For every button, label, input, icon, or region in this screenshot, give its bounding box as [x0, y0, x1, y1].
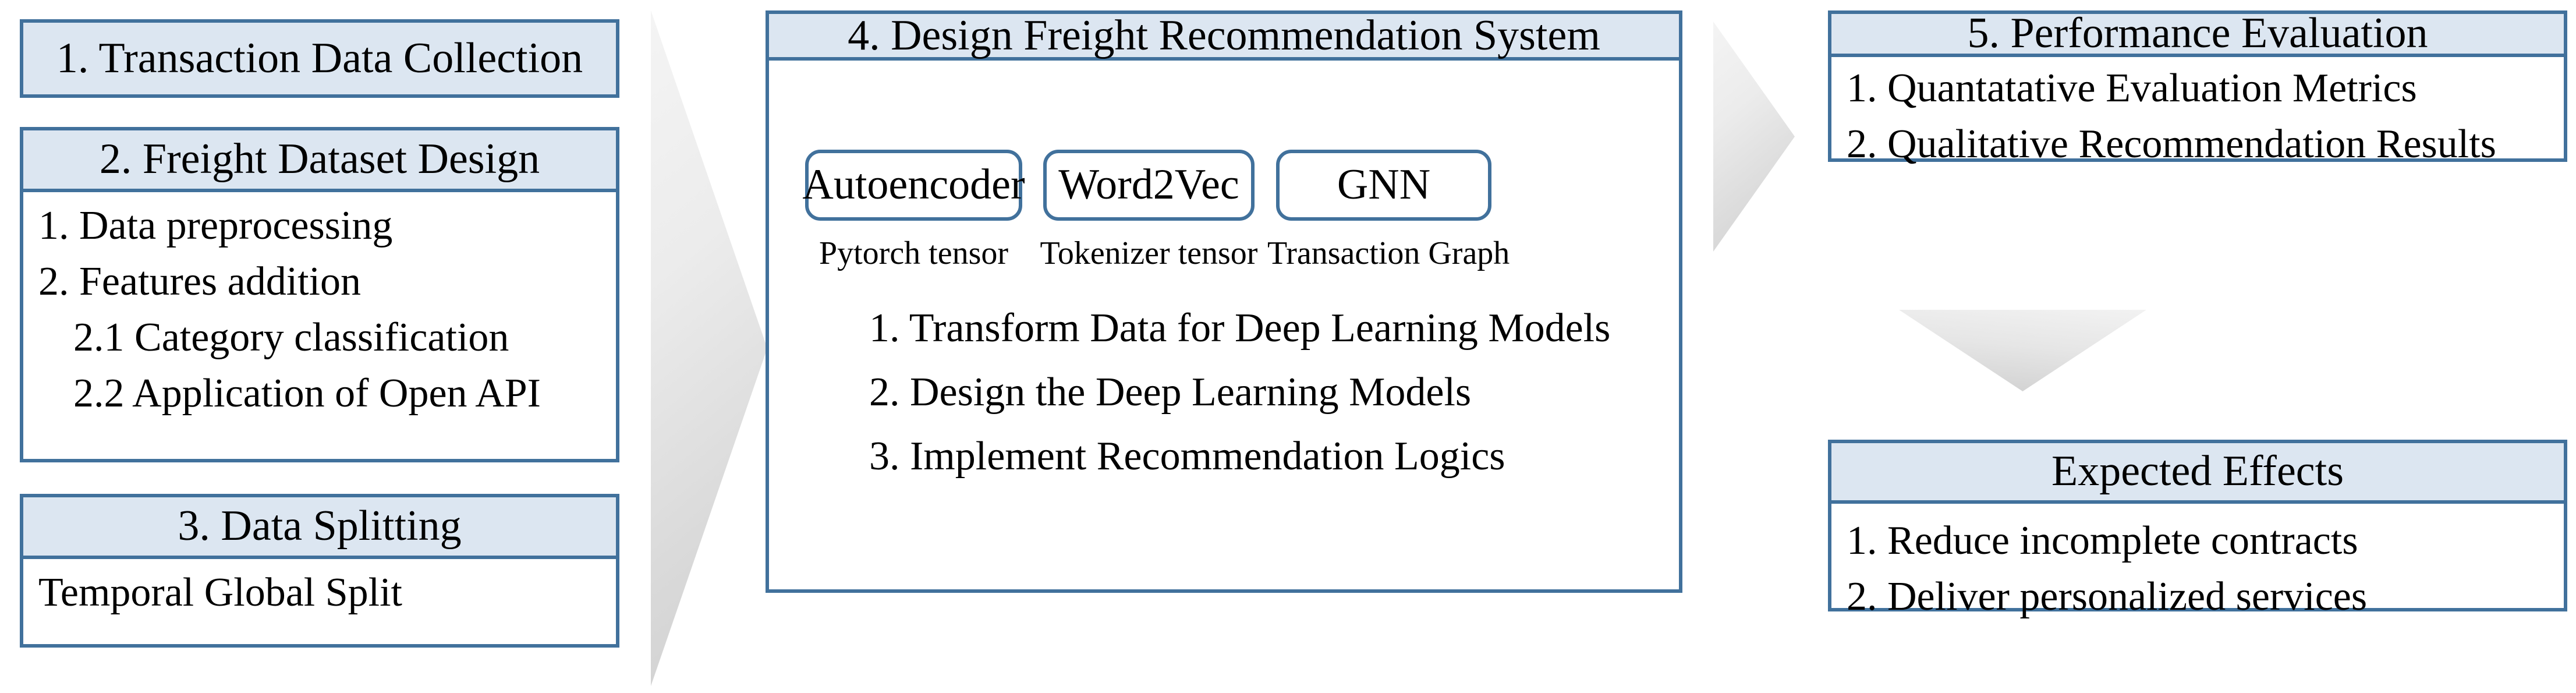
model-label-gnn: GNN: [1337, 161, 1431, 209]
model-box-gnn[interactable]: GNN: [1276, 150, 1491, 221]
step1-header-box: 1. Transaction Data Collection: [20, 19, 619, 98]
model-caption-gnn: Transaction Graph: [1267, 235, 1510, 271]
step2-body-box: 1. Data preprocessing 2. Features additi…: [20, 192, 619, 462]
center-task-2: 2. Design the Deep Learning Models: [869, 370, 1472, 415]
center-panel-title: 4. Design Freight Recommendation System: [848, 11, 1600, 59]
step3-item-1: Temporal Global Split: [38, 570, 403, 615]
step5-item-2: 2. Qualitative Recommendation Results: [1847, 122, 2496, 167]
step2-item-2: 2. Features addition: [38, 259, 362, 304]
step2-item-1: 1. Data preprocessing: [38, 203, 393, 248]
arrow-down-icon-3: [1899, 310, 2146, 391]
caption-text-gnn: Transaction Graph: [1267, 235, 1510, 271]
arrow-right-icon-1: [651, 10, 767, 686]
model-label-autoencoder: Autoencoder: [802, 161, 1025, 209]
arrow-right-icon-2: [1713, 22, 1795, 252]
model-box-autoencoder[interactable]: Autoencoder: [802, 150, 1025, 221]
center-task-3: 3. Implement Recommendation Logics: [869, 434, 1505, 479]
caption-text-autoencoder: Pytorch tensor: [818, 235, 1009, 271]
expected-effects-body-box: 1. Reduce incomplete contracts 2. Delive…: [1828, 504, 2567, 619]
step5-title: 5. Performance Evaluation: [1967, 9, 2428, 58]
step5-body-box: 1. Quantatative Evaluation Metrics 2. Qu…: [1828, 57, 2567, 167]
expected-effects-item-1: 1. Reduce incomplete contracts: [1847, 518, 2358, 563]
step3-body-box: Temporal Global Split: [20, 559, 619, 648]
model-label-word2vec: Word2Vec: [1058, 161, 1239, 209]
center-task-list: 1. Transform Data for Deep Learning Mode…: [869, 305, 1643, 480]
center-panel: 4. Design Freight Recommendation System …: [766, 10, 1682, 593]
step2-item-2-1: 2.1 Category classification: [73, 315, 509, 360]
step5-item-1: 1. Quantatative Evaluation Metrics: [1847, 66, 2417, 111]
model-box-word2vec[interactable]: Word2Vec: [1043, 150, 1255, 221]
step3-title: 3. Data Splitting: [178, 502, 462, 550]
step3-header-box: 3. Data Splitting: [20, 494, 619, 559]
step1-title: 1. Transaction Data Collection: [56, 34, 583, 82]
step2-header-box: 2. Freight Dataset Design: [20, 127, 619, 192]
center-panel-header: 4. Design Freight Recommendation System: [769, 11, 1679, 61]
center-task-1: 1. Transform Data for Deep Learning Mode…: [869, 306, 1611, 351]
expected-effects-title: Expected Effects: [2051, 447, 2344, 496]
model-caption-word2vec: Tokenizer tensor: [1037, 236, 1260, 271]
expected-effects-header-box: Expected Effects: [1828, 440, 2567, 504]
step2-item-2-2: 2.2 Application of Open API: [73, 371, 541, 416]
step5-header-box: 5. Performance Evaluation: [1828, 10, 2567, 57]
model-caption-autoencoder: Pytorch tensor: [805, 236, 1022, 271]
caption-text-word2vec: Tokenizer tensor: [1040, 235, 1258, 271]
expected-effects-item-2: 2. Deliver personalized services: [1847, 574, 2368, 619]
step2-title: 2. Freight Dataset Design: [99, 135, 540, 183]
